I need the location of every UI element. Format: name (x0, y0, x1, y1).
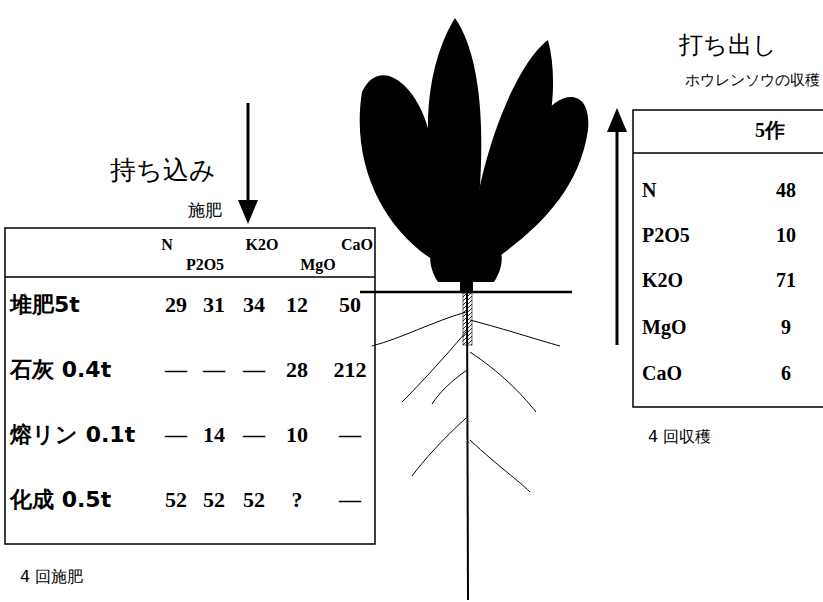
table-cell: 9 (781, 316, 791, 338)
row-header: 熔リン 0.1t (10, 423, 135, 447)
column-header: K2O (246, 236, 279, 254)
table-cell: 52 (165, 488, 187, 512)
table-frame (5, 228, 375, 544)
root (412, 418, 466, 476)
section-subheading: ホウレンソウの収穫 (685, 72, 820, 89)
row-header: K2O (642, 269, 683, 291)
table-cell: — (243, 423, 265, 447)
row-header: MgO (642, 316, 686, 338)
root (372, 312, 466, 346)
table-cell: ? (292, 488, 303, 512)
row-header: P2O5 (642, 224, 690, 246)
table-cell: 28 (286, 358, 308, 382)
root (432, 370, 467, 404)
table-cell: — (339, 488, 361, 512)
column-header: P2O5 (186, 256, 224, 274)
root (470, 440, 530, 492)
table-cell: 10 (776, 224, 796, 246)
row-header: N (642, 179, 656, 201)
roots (372, 293, 560, 600)
table-note: 4 回施肥 (20, 568, 83, 586)
table-rule (5, 276, 375, 278)
column-header: MgO (300, 256, 336, 274)
table-cell: 212 (334, 358, 367, 382)
section-heading: 持ち込み (110, 156, 216, 185)
row-header: 石灰 0.4t (10, 358, 111, 382)
input-arrow (247, 103, 250, 205)
root (470, 352, 536, 412)
section-heading: 打ち出し (679, 32, 777, 58)
spinach-plant (360, 18, 589, 293)
table-cell: 29 (165, 293, 187, 317)
table-cell: 12 (286, 293, 308, 317)
table-cell: 71 (776, 269, 796, 291)
table-cell: 50 (339, 293, 361, 317)
table-cell: — (203, 358, 225, 382)
table-cell: 14 (203, 423, 225, 447)
table-cell: 52 (203, 488, 225, 512)
table-cell: — (165, 358, 187, 382)
table-frame (633, 110, 823, 407)
table-cell: 10 (286, 423, 308, 447)
row-header: 化成 0.5t (10, 488, 111, 512)
table-cell: — (339, 423, 361, 447)
stem (460, 255, 473, 293)
table-cell: — (165, 423, 187, 447)
table-cell: 6 (781, 362, 791, 384)
arrow-head (238, 200, 258, 224)
column-header: N (161, 236, 173, 254)
table-cell: 31 (203, 293, 225, 317)
table-cell: — (243, 358, 265, 382)
table-rule (633, 152, 823, 154)
column-header: CaO (341, 236, 373, 254)
table-cell: 48 (776, 179, 796, 201)
table-cell: 52 (243, 488, 265, 512)
row-header: 堆肥5t (10, 293, 80, 317)
output-arrow (616, 128, 619, 345)
section-subheading: 施肥 (188, 201, 222, 220)
table-cell: 34 (243, 293, 265, 317)
root (470, 320, 560, 346)
root-crown (463, 293, 472, 345)
row-header: CaO (642, 362, 682, 384)
column-header: 5作 (755, 119, 785, 141)
arrow-head (607, 108, 627, 132)
root (402, 332, 466, 402)
table-note: 4 回収穫 (648, 428, 711, 446)
